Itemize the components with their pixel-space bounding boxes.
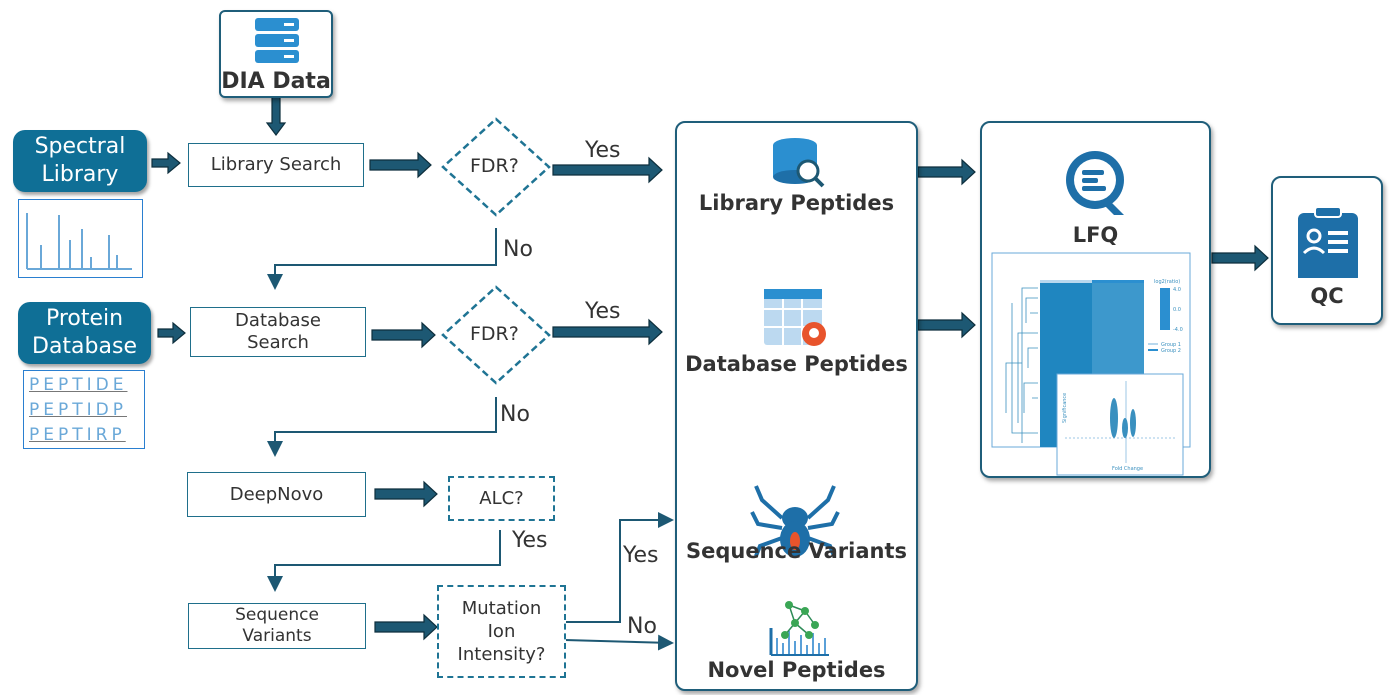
volcano-ylabel: Significance bbox=[1062, 393, 1068, 423]
lfq-title: LFQ bbox=[1072, 223, 1119, 247]
clipboard-icon bbox=[1298, 206, 1358, 278]
novel-peptides-label: Novel Peptides bbox=[707, 658, 886, 682]
yes-line-alc bbox=[267, 530, 501, 592]
alc-decision: ALC? bbox=[448, 476, 555, 521]
no-label-fdr2: No bbox=[500, 402, 530, 427]
lfq-q-icon bbox=[1066, 151, 1124, 215]
deepnovo-step: DeepNovo bbox=[187, 472, 366, 517]
fdr-diamond-1 bbox=[441, 117, 551, 217]
spectral-library-line2: Library bbox=[41, 162, 119, 187]
heatmap-scale-mid: 0.0 bbox=[1173, 307, 1181, 313]
yes-label-mutation: Yes bbox=[623, 543, 659, 568]
mutation-intensity-decision: Mutation Ion Intensity? bbox=[437, 585, 566, 678]
peptide-sequences-thumbnail: PEPTIDE PEPTIDP PEPTIRP bbox=[23, 370, 145, 449]
arrow-deepnovo-alc bbox=[374, 480, 438, 508]
no-line-2 bbox=[267, 397, 497, 457]
arrow-fdr1-yes bbox=[552, 156, 663, 184]
heatmap-group-2: Group 2 bbox=[1161, 348, 1181, 354]
volcano-xlabel: Fold Change bbox=[1112, 466, 1143, 472]
sequence-variants-step: Sequence Variants bbox=[188, 603, 366, 649]
peptide-row: PEPTIRP bbox=[29, 425, 126, 445]
qc-title: QC bbox=[1310, 284, 1344, 308]
protein-database-line2: Database bbox=[32, 334, 137, 359]
arrow-dia-down bbox=[265, 94, 287, 136]
database-server-icon bbox=[255, 18, 299, 63]
spectrum-thumbnail bbox=[18, 199, 143, 278]
peptide-row: PEPTIDE bbox=[29, 375, 128, 395]
library-peptides-icon bbox=[773, 138, 825, 188]
dendrogram bbox=[1005, 287, 1038, 443]
no-line-mutation bbox=[564, 634, 674, 651]
lfq-panel: log2(ratio) 4.0 0.0 -4.0 Group 1 Group 2… bbox=[980, 121, 1211, 478]
lfq-graphics: log2(ratio) 4.0 0.0 -4.0 Group 1 Group 2… bbox=[991, 151, 1191, 476]
database-search-line2: Search bbox=[247, 332, 309, 353]
protein-database-button[interactable]: Protein Database bbox=[18, 302, 151, 364]
no-line-1 bbox=[267, 228, 497, 290]
spectral-library-line1: Spectral bbox=[34, 134, 126, 159]
yes-line-mutation bbox=[565, 512, 674, 623]
arrow-variants-mutation bbox=[374, 613, 438, 641]
fdr-decision-2: FDR? bbox=[470, 323, 519, 345]
peptide-row: PEPTIDP bbox=[29, 400, 127, 420]
output-icons bbox=[750, 138, 840, 656]
spider-icon bbox=[750, 485, 840, 557]
mutation-line2: Ion bbox=[487, 621, 516, 642]
yes-label-fdr2: Yes bbox=[585, 299, 621, 324]
volcano-plot: Fold Change Significance bbox=[1056, 373, 1184, 476]
protein-database-line1: Protein bbox=[45, 306, 124, 331]
sequence-variants-label: Sequence Variants bbox=[685, 539, 908, 563]
no-label-fdr1: No bbox=[503, 237, 533, 262]
yes-label-fdr1: Yes bbox=[585, 138, 621, 163]
peptide-outputs-panel: Library Peptides Database Peptides Seque… bbox=[675, 121, 918, 691]
dia-data-label: DIA Data bbox=[221, 69, 331, 94]
sequence-variants-line2: Variants bbox=[242, 626, 312, 646]
arrow-libsearch-fdr bbox=[369, 151, 432, 179]
heatmap-scale-min: -4.0 bbox=[1173, 327, 1183, 333]
yes-label-alc: Yes bbox=[512, 528, 548, 553]
library-peptides-label: Library Peptides bbox=[698, 191, 895, 215]
fdr-diamond-2 bbox=[441, 285, 551, 385]
arrow-to-lfq-1 bbox=[917, 158, 976, 186]
arrow-dbsearch-fdr bbox=[371, 321, 436, 349]
no-label-mutation: No bbox=[627, 614, 657, 639]
database-peptides-icon bbox=[764, 289, 826, 346]
sequence-variants-line1: Sequence bbox=[235, 605, 319, 625]
mutation-line1: Mutation bbox=[461, 598, 542, 619]
arrow-lfq-qc bbox=[1211, 244, 1269, 272]
spectrum-icon bbox=[26, 213, 132, 270]
database-peptides-label: Database Peptides bbox=[685, 352, 908, 376]
heatmap-scale-max: 4.0 bbox=[1173, 287, 1181, 293]
qc-panel: QC bbox=[1271, 176, 1383, 325]
heatmap-group-1: Group 1 bbox=[1161, 342, 1181, 348]
spectral-library-button[interactable]: Spectral Library bbox=[13, 130, 147, 192]
database-search-step: Database Search bbox=[190, 307, 366, 357]
arrow-to-lfq-2 bbox=[917, 311, 976, 339]
neural-network-icon bbox=[769, 601, 829, 656]
database-search-line1: Database bbox=[235, 310, 321, 331]
mutation-line3: Intensity? bbox=[457, 644, 546, 665]
dia-data-box: DIA Data bbox=[219, 10, 333, 98]
arrow-spectral bbox=[151, 151, 181, 175]
library-search-step: Library Search bbox=[188, 143, 364, 187]
fdr-decision-1: FDR? bbox=[470, 155, 519, 177]
arrow-protein bbox=[157, 321, 186, 345]
heatmap-legend-title: log2(ratio) bbox=[1154, 279, 1180, 285]
arrow-fdr2-yes bbox=[552, 318, 663, 346]
